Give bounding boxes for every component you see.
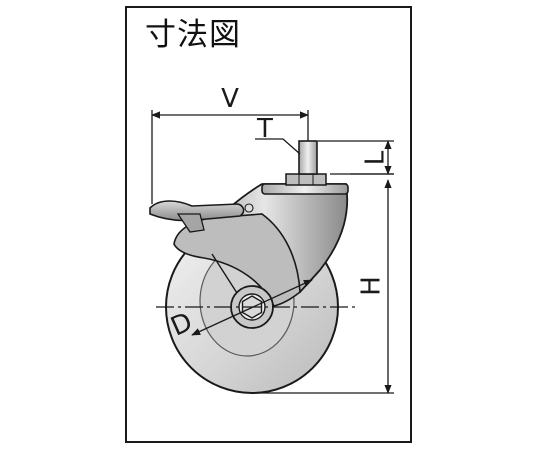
brake-lever <box>149 200 254 233</box>
dimension-label-l: L <box>361 150 391 165</box>
dimension-label-v: V <box>221 84 239 114</box>
dimension-label-t: T <box>256 114 273 144</box>
top-plate <box>261 173 349 195</box>
diagram-title: 寸法図 <box>145 17 241 53</box>
dimension-lines <box>151 110 394 394</box>
dimension-label-h: H <box>357 276 387 296</box>
threaded-stem <box>298 140 318 175</box>
